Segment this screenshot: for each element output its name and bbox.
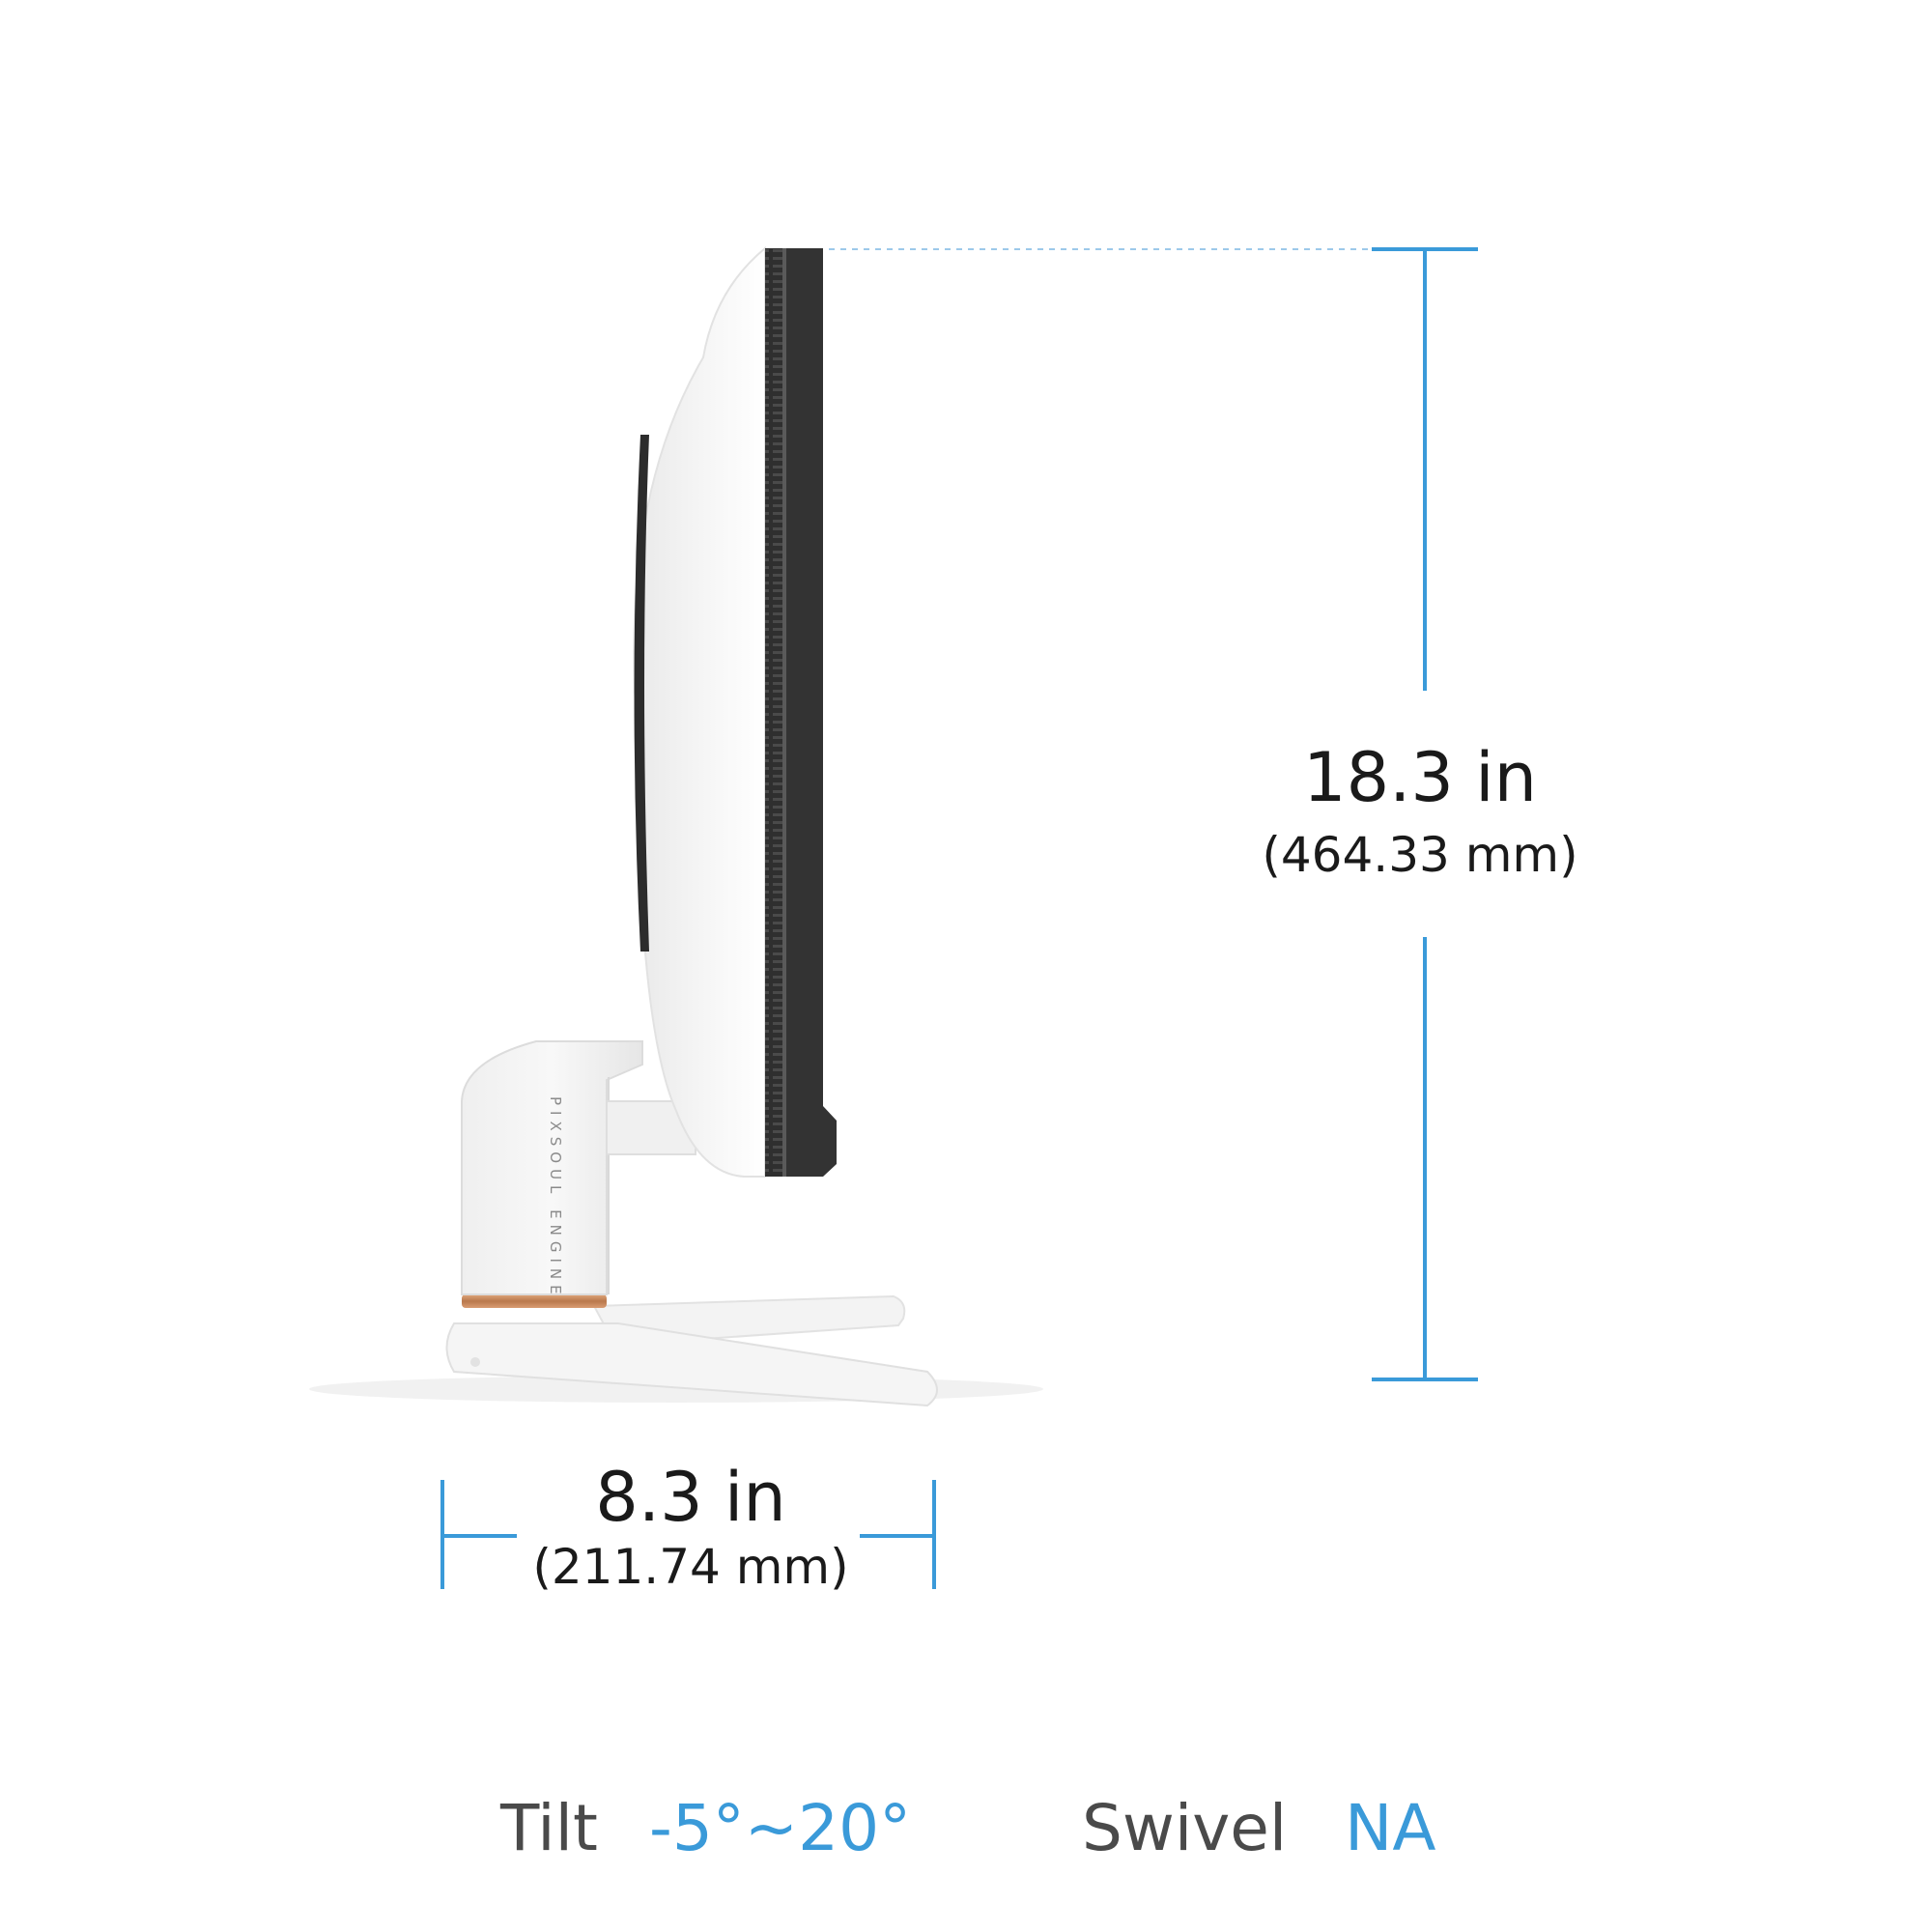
- swivel-label: Swivel: [1082, 1791, 1288, 1865]
- stand-lettering: PIXSOUL ENGINE: [547, 1096, 564, 1300]
- stand-base-back-foot: [592, 1294, 906, 1343]
- height-secondary-value: (464.33 mm): [1262, 827, 1578, 883]
- hinge-arm: [606, 1100, 696, 1155]
- swivel-value: NA: [1345, 1791, 1436, 1865]
- monitor-rear-shell: [633, 245, 766, 1178]
- tilt-value: -5°~20°: [649, 1791, 912, 1865]
- monitor-vent-strip: [765, 248, 782, 1177]
- depth-primary-value: 8.3 in: [595, 1458, 786, 1537]
- stand-base-front-foot: [445, 1322, 938, 1407]
- tilt-label: Tilt: [500, 1791, 598, 1865]
- depth-secondary-value: (211.74 mm): [532, 1539, 849, 1595]
- height-primary-value: 18.3 in: [1303, 738, 1537, 817]
- monitor-front-bezel: [782, 248, 837, 1177]
- monitor-rear-panel: [634, 435, 649, 952]
- bezel-highlight: [782, 248, 786, 1177]
- base-screw: [470, 1357, 480, 1367]
- copper-ring: [462, 1294, 607, 1308]
